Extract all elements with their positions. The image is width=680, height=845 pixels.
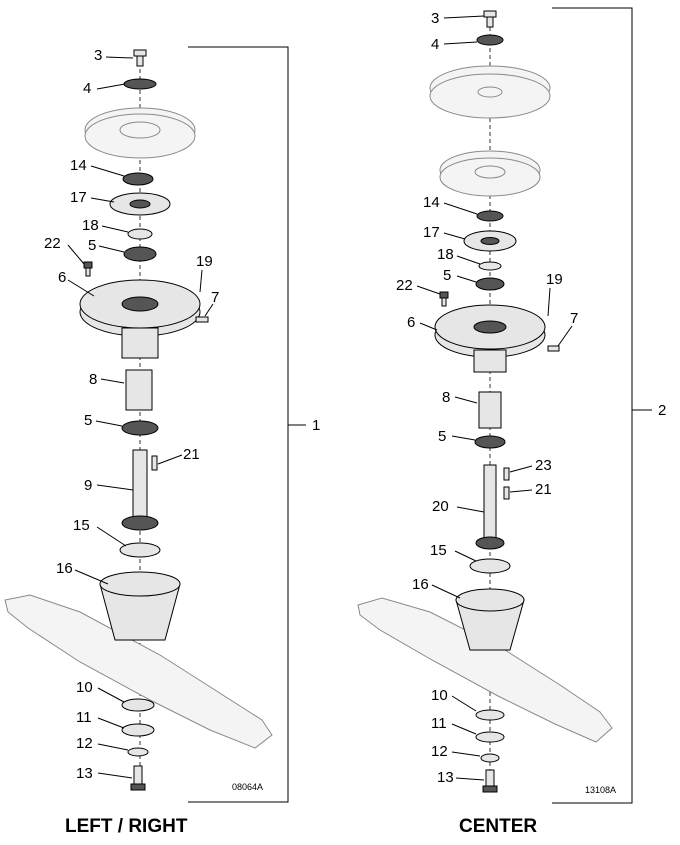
bearing: [121, 420, 159, 436]
spindle-housing: [434, 304, 560, 373]
blade-center: [357, 597, 613, 743]
callout-left-13: 9: [84, 477, 92, 494]
callout-left-9: 7: [211, 289, 219, 306]
pulley: [439, 150, 541, 197]
washer: [121, 723, 155, 737]
callout-left-14: 15: [73, 517, 90, 534]
callout-center-15: 15: [430, 542, 447, 559]
callout-center-12: 23: [535, 457, 552, 474]
shaft-collar: [475, 536, 505, 550]
callout-left-16: 10: [76, 679, 93, 696]
callout-left-4: 18: [82, 217, 99, 234]
callout-center-0: 3: [431, 10, 439, 27]
callout-left-2: 14: [70, 157, 87, 174]
callout-center-5: 5: [443, 267, 451, 284]
caption-left: LEFT / RIGHT: [65, 816, 188, 837]
callout-center-16: 16: [412, 576, 429, 593]
spindle-shaft: [483, 464, 497, 541]
spacer: [127, 228, 153, 240]
caption-center: CENTER: [459, 816, 537, 837]
bearing-flange: [463, 230, 517, 252]
callout-center-2: 14: [423, 194, 440, 211]
callout-left-0: 3: [94, 47, 102, 64]
assembly-bracket: [552, 7, 633, 804]
callout-left-3: 17: [70, 189, 87, 206]
callout-left-18: 12: [76, 735, 93, 752]
blade-left: [4, 594, 273, 749]
callout-center-7: 22: [396, 277, 413, 294]
bearing: [122, 172, 154, 186]
callout-center-4: 18: [437, 246, 454, 263]
washer: [469, 558, 511, 574]
pulley: [429, 65, 551, 119]
washer: [123, 78, 157, 90]
bearing: [123, 246, 157, 262]
callout-left-1: 4: [83, 80, 91, 97]
spacer-tube: [478, 391, 502, 429]
spacer-tube: [125, 369, 153, 411]
washer: [476, 34, 504, 46]
bolt: [439, 291, 449, 307]
bearing: [474, 435, 506, 449]
callout-left-8: 6: [58, 269, 66, 286]
pulley: [84, 107, 196, 159]
callout-center-9: 7: [570, 310, 578, 327]
washer: [121, 698, 155, 712]
drawing-code-left: 08064A: [232, 782, 263, 792]
key: [151, 455, 158, 471]
group-label-center: 2: [658, 402, 666, 419]
callout-center-3: 17: [423, 224, 440, 241]
callout-center-20: 13: [437, 769, 454, 786]
callout-center-13: 21: [535, 481, 552, 498]
bearing: [476, 210, 504, 222]
callout-left-17: 11: [76, 709, 92, 726]
bolt: [133, 49, 147, 67]
callout-left-10: 8: [89, 371, 97, 388]
callout-center-14: 20: [432, 498, 449, 515]
washer: [119, 542, 161, 558]
bearing: [475, 277, 505, 291]
shaft-collar: [121, 515, 159, 531]
left-callouts: 3 4 14 17 18 22 5 19 6 7 8 5 21 9 15 16 …: [44, 47, 320, 837]
callout-center-18: 11: [431, 715, 447, 732]
callout-center-1: 4: [431, 36, 439, 53]
callout-left-19: 13: [76, 765, 93, 782]
callout-center-10: 8: [442, 389, 450, 406]
bolt: [483, 10, 497, 28]
callout-center-8: 6: [407, 314, 415, 331]
washer: [475, 709, 505, 721]
group-label-left: 1: [312, 417, 320, 434]
key: [503, 486, 510, 500]
callout-left-15: 16: [56, 560, 73, 577]
leader-lines: [67, 56, 214, 779]
callout-left-5: 22: [44, 235, 61, 252]
blade-cup: [99, 571, 181, 641]
callout-center-19: 12: [431, 743, 448, 760]
bearing-flange: [109, 192, 171, 216]
center-callouts: 3 4 14 17 18 5 19 22 6 7 8 5 23 21 20 15…: [396, 10, 666, 837]
spacer: [478, 261, 502, 271]
drawing-code-center: 13108A: [585, 785, 616, 795]
leader-lines: [416, 15, 573, 781]
washer: [475, 731, 505, 743]
spindle-shaft: [132, 449, 148, 521]
callout-center-17: 10: [431, 687, 448, 704]
callout-left-6: 5: [88, 237, 96, 254]
callout-left-7: 19: [196, 253, 213, 270]
blade-cup: [455, 588, 525, 651]
bolt: [83, 261, 93, 277]
bolt: [130, 765, 146, 791]
callout-center-11: 5: [438, 428, 446, 445]
bolt: [482, 769, 498, 793]
callout-center-6: 19: [546, 271, 563, 288]
left-right-assembly: [4, 46, 306, 803]
washer: [480, 753, 500, 763]
spindle-housing: [79, 279, 209, 359]
callout-left-12: 21: [183, 446, 200, 463]
key: [503, 467, 510, 481]
washer: [127, 747, 149, 757]
callout-left-11: 5: [84, 412, 92, 429]
center-assembly: [357, 7, 652, 804]
